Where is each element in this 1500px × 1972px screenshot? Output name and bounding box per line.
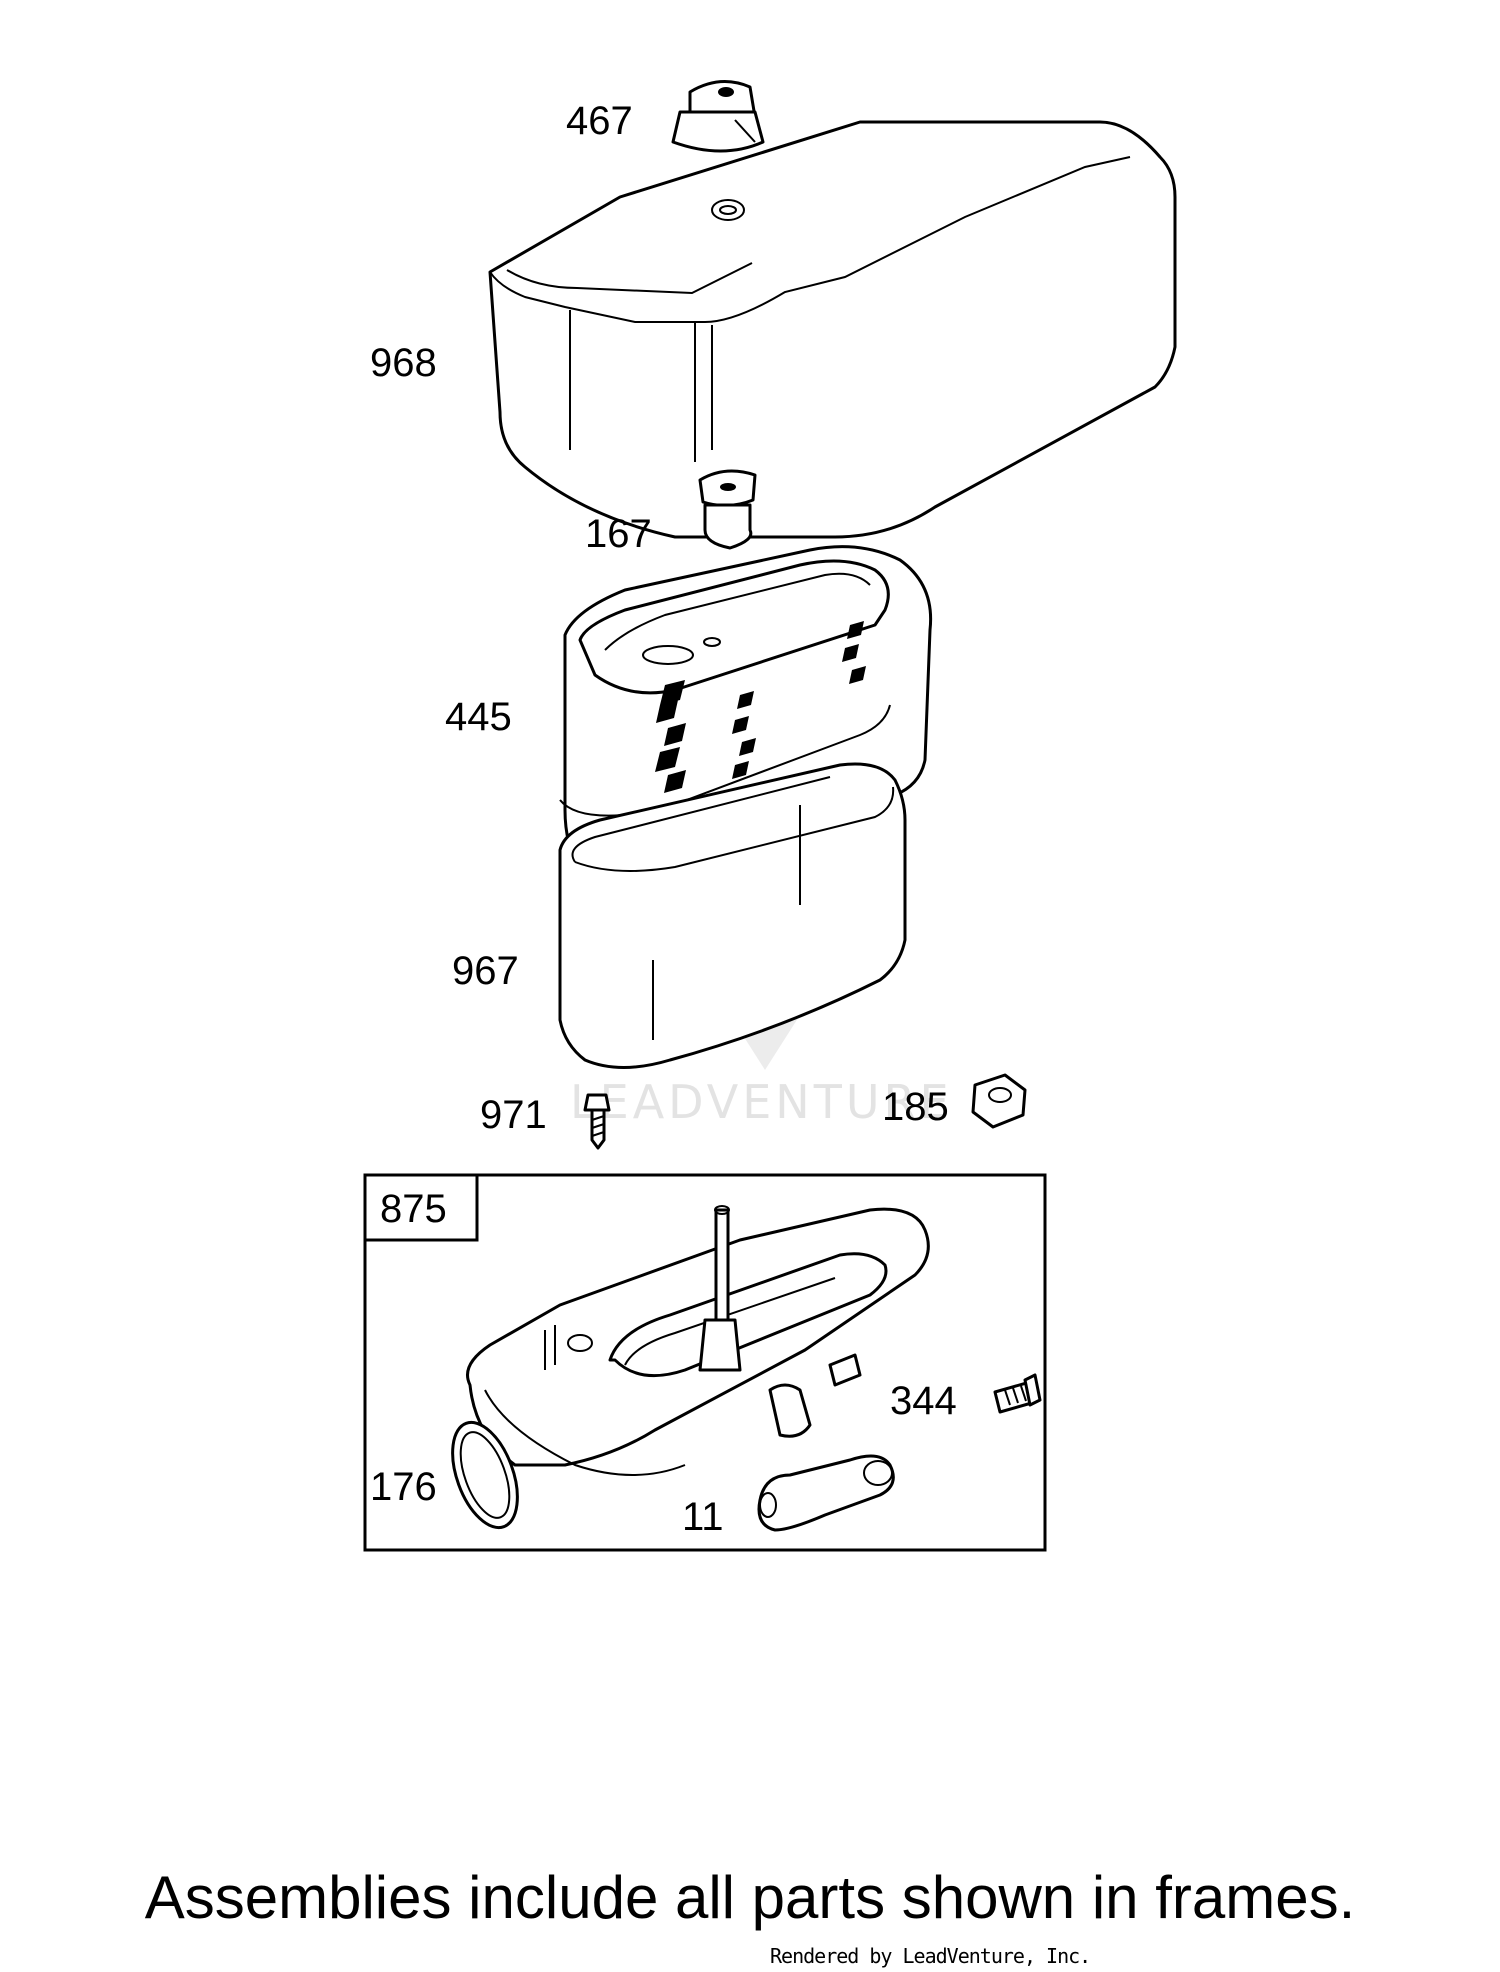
part-875-base xyxy=(466,1205,930,1476)
render-credit: Rendered by LeadVenture, Inc. xyxy=(770,1944,1091,1968)
part-967-precleaner xyxy=(558,762,907,1069)
callout-167: 167 xyxy=(585,512,652,556)
frame-label-875: 875 xyxy=(380,1187,447,1231)
part-971-screw xyxy=(583,1093,611,1150)
assembly-frame-875 xyxy=(363,1173,1047,1552)
part-11-hose xyxy=(757,1454,895,1532)
callout-967: 967 xyxy=(452,949,519,993)
callout-968: 968 xyxy=(370,341,437,385)
watermark-text: LEADVENTURE xyxy=(570,1075,953,1129)
callout-971: 971 xyxy=(480,1093,547,1137)
part-167-grommet xyxy=(698,469,757,550)
part-467-knob xyxy=(671,80,765,153)
part-968-cover xyxy=(488,120,1177,539)
callout-176: 176 xyxy=(370,1465,437,1509)
part-185-nut xyxy=(971,1073,1027,1129)
part-344-screw xyxy=(993,1373,1042,1414)
callout-185: 185 xyxy=(882,1085,949,1129)
part-176-gasket xyxy=(451,1420,519,1530)
callout-344: 344 xyxy=(890,1379,957,1423)
callout-11: 11 xyxy=(682,1495,724,1539)
callout-467: 467 xyxy=(566,99,633,143)
callout-445: 445 xyxy=(445,695,512,739)
assemblies-note: Assemblies include all parts shown in fr… xyxy=(144,1864,1356,1931)
